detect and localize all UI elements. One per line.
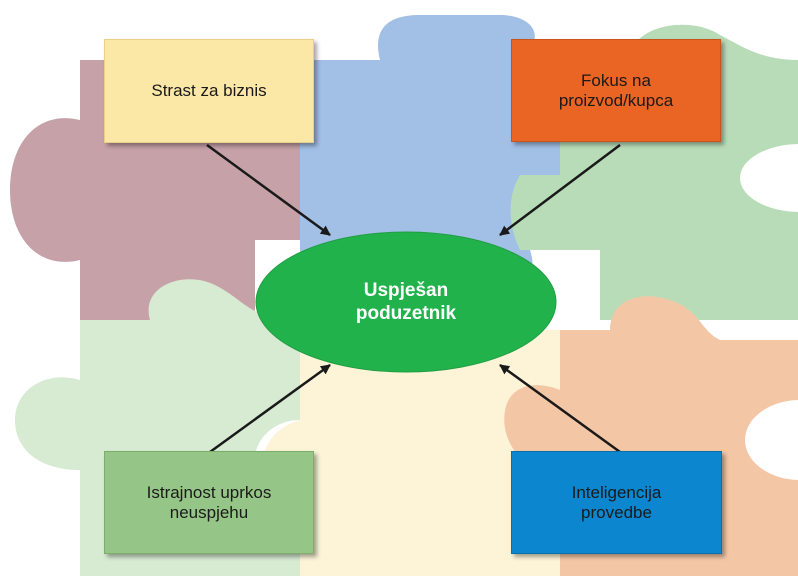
factor-box-persistence: Istrajnost uprkos neuspjehu (104, 451, 314, 554)
center-label: Uspješan poduzetnik (355, 280, 457, 324)
factor-label-passion: Strast za biznis (151, 81, 267, 100)
arrow-top-right (499, 144, 621, 236)
puzzle-piece-cream (261, 330, 560, 576)
factor-label-focus: Fokus na proizvod/kupca (558, 70, 674, 110)
factor-box-passion: Strast za biznis (104, 39, 314, 143)
factor-box-focus: Fokus na proizvod/kupca (511, 39, 721, 142)
factor-label-execution: Inteligencija provedbe (571, 482, 662, 522)
factor-box-execution: Inteligencija provedbe (511, 451, 722, 554)
arrow-bottom-left (209, 363, 331, 454)
arrow-top-left (206, 143, 331, 237)
arrow-bottom-right (499, 363, 621, 454)
factor-label-persistence: Istrajnost uprkos neuspjehu (146, 482, 272, 522)
center-ellipse (255, 231, 557, 373)
